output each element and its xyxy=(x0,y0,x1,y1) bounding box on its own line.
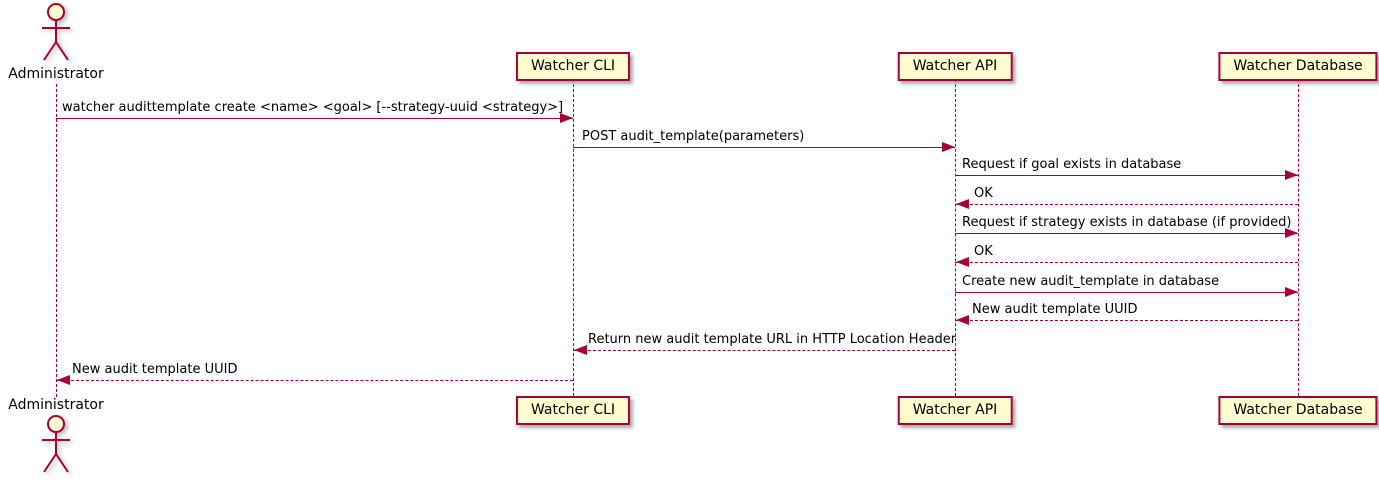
message-arrow xyxy=(955,233,1298,234)
lifeline-administrator xyxy=(56,84,57,397)
arrowhead-left-icon xyxy=(57,375,70,385)
arrowhead-right-icon xyxy=(1285,228,1298,238)
lifeline-watcher-database xyxy=(1298,79,1299,396)
message-arrow xyxy=(56,118,573,119)
message-label: Return new audit template URL in HTTP Lo… xyxy=(588,332,957,347)
arrowhead-left-icon xyxy=(956,257,969,267)
message-label: New audit template UUID xyxy=(72,362,238,377)
message-label: POST audit_template(parameters) xyxy=(582,129,805,144)
message-arrow xyxy=(955,204,1298,205)
participant-watcher-database-bottom: Watcher Database xyxy=(1218,396,1378,425)
participant-watcher-api-top: Watcher API xyxy=(897,52,1013,81)
message-arrow xyxy=(573,350,955,351)
message-arrow xyxy=(955,175,1298,176)
lifeline-watcher-api xyxy=(955,79,956,396)
arrowhead-right-icon xyxy=(560,113,573,123)
message-arrow xyxy=(56,380,573,381)
arrowhead-right-icon xyxy=(942,142,955,152)
lifeline-watcher-cli xyxy=(573,79,574,396)
message-arrow xyxy=(573,147,955,148)
message-label: Request if strategy exists in database (… xyxy=(962,215,1292,230)
arrowhead-left-icon xyxy=(956,315,969,325)
participant-watcher-database-top: Watcher Database xyxy=(1218,52,1378,81)
arrowhead-right-icon xyxy=(1285,170,1298,180)
message-label: OK xyxy=(974,186,993,201)
actor-label-bottom: Administrator xyxy=(8,397,104,413)
message-label: Create new audit_template in database xyxy=(962,274,1220,289)
participant-watcher-api-bottom: Watcher API xyxy=(897,396,1013,425)
message-arrow xyxy=(955,262,1298,263)
message-label: OK xyxy=(974,244,993,259)
actor-icon xyxy=(42,3,70,61)
message-label: New audit template UUID xyxy=(972,302,1138,317)
arrowhead-right-icon xyxy=(1285,287,1298,297)
message-arrow xyxy=(955,292,1298,293)
actor-icon xyxy=(42,415,70,473)
participant-watcher-cli-bottom: Watcher CLI xyxy=(515,396,631,425)
actor-label-top: Administrator xyxy=(8,66,104,82)
participant-watcher-cli-top: Watcher CLI xyxy=(515,52,631,81)
message-label: Request if goal exists in database xyxy=(962,157,1182,172)
arrowhead-left-icon xyxy=(956,199,969,209)
message-label: watcher audittemplate create <name> <goa… xyxy=(62,100,564,115)
message-arrow xyxy=(955,320,1298,321)
arrowhead-left-icon xyxy=(574,345,587,355)
